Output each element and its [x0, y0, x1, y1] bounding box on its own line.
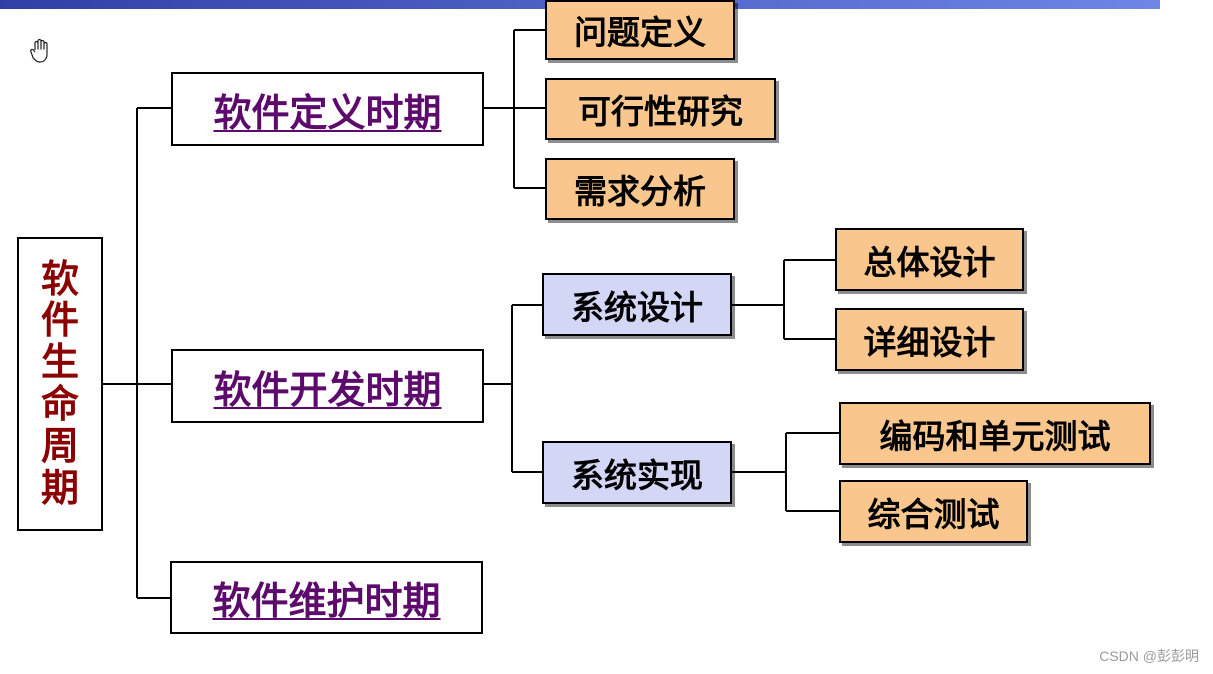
mid-label: 系统设计 — [571, 287, 703, 327]
phase-definition-node: 软件定义时期 — [171, 72, 484, 146]
leaf-integration-testing: 综合测试 — [839, 480, 1028, 543]
leaf-problem-definition: 问题定义 — [545, 0, 735, 60]
leaf-feasibility-study: 可行性研究 — [545, 78, 776, 140]
leaf-detailed-design: 详细设计 — [835, 308, 1024, 371]
mid-system-design: 系统设计 — [542, 273, 732, 336]
leaf-label: 综合测试 — [867, 494, 1000, 534]
hand-pointer-icon — [30, 38, 48, 63]
leaf-label: 可行性研究 — [578, 92, 743, 131]
phase-maintenance-label: 软件维护时期 — [212, 579, 441, 623]
leaf-overall-design: 总体设计 — [835, 228, 1024, 291]
leaf-label: 问题定义 — [574, 13, 706, 52]
leaf-coding-unit-testing: 编码和单元测试 — [839, 402, 1151, 465]
root-label: 软件生命周期 — [40, 256, 79, 510]
phase-development-label: 软件开发时期 — [213, 367, 442, 412]
phase-definition-label: 软件定义时期 — [213, 90, 442, 135]
mid-system-implementation: 系统实现 — [542, 441, 732, 504]
leaf-requirements-analysis: 需求分析 — [545, 158, 735, 220]
csdn-watermark: CSDN @彭彭明 — [1099, 648, 1199, 664]
root-node-software-lifecycle: 软件生命周期 — [17, 237, 103, 531]
leaf-label: 编码和单元测试 — [879, 416, 1111, 456]
phase-maintenance-node: 软件维护时期 — [170, 561, 483, 634]
leaf-label: 需求分析 — [574, 172, 706, 211]
phase-development-node: 软件开发时期 — [171, 349, 484, 423]
leaf-label: 总体设计 — [863, 242, 996, 282]
leaf-label: 详细设计 — [863, 322, 996, 362]
mid-label: 系统实现 — [571, 455, 703, 495]
